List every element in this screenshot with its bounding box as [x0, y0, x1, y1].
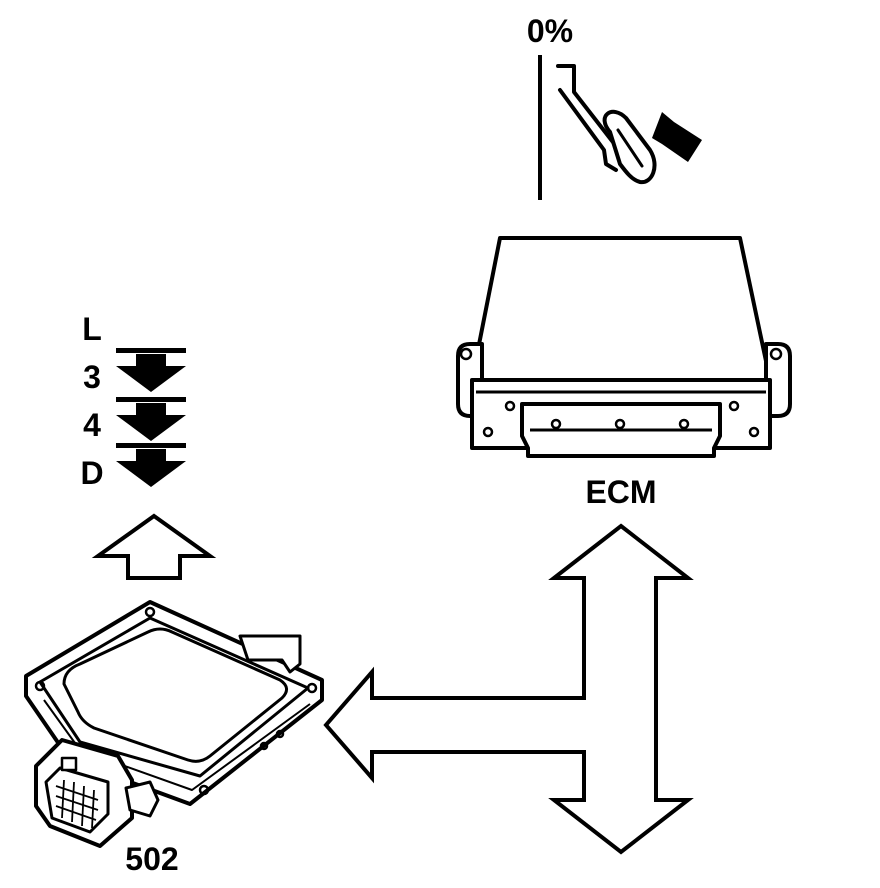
gear-label-d: D [80, 455, 103, 491]
downshift-arrow-icon [116, 348, 186, 392]
ecm-label: ECM [585, 474, 656, 510]
downshift-arrow-icon [116, 443, 186, 487]
ecm-module [456, 236, 792, 458]
module-502-label: 502 [125, 841, 178, 877]
module-502 [24, 600, 324, 848]
accelerator-pedal-group: 0% [527, 13, 702, 200]
press-arrow-icon [652, 112, 702, 162]
gear-selector-stack: L 3 4 D [80, 311, 186, 491]
gear-label-4: 4 [83, 407, 101, 443]
bidirectional-bus-arrow-icon [323, 523, 694, 855]
downshift-arrow-icon [116, 397, 186, 441]
upward-outline-arrow-icon [91, 513, 217, 580]
accelerator-pedal-icon [556, 64, 657, 185]
pedal-position-label: 0% [527, 13, 573, 49]
gear-label-3: 3 [83, 359, 101, 395]
gear-label-l: L [82, 311, 102, 347]
